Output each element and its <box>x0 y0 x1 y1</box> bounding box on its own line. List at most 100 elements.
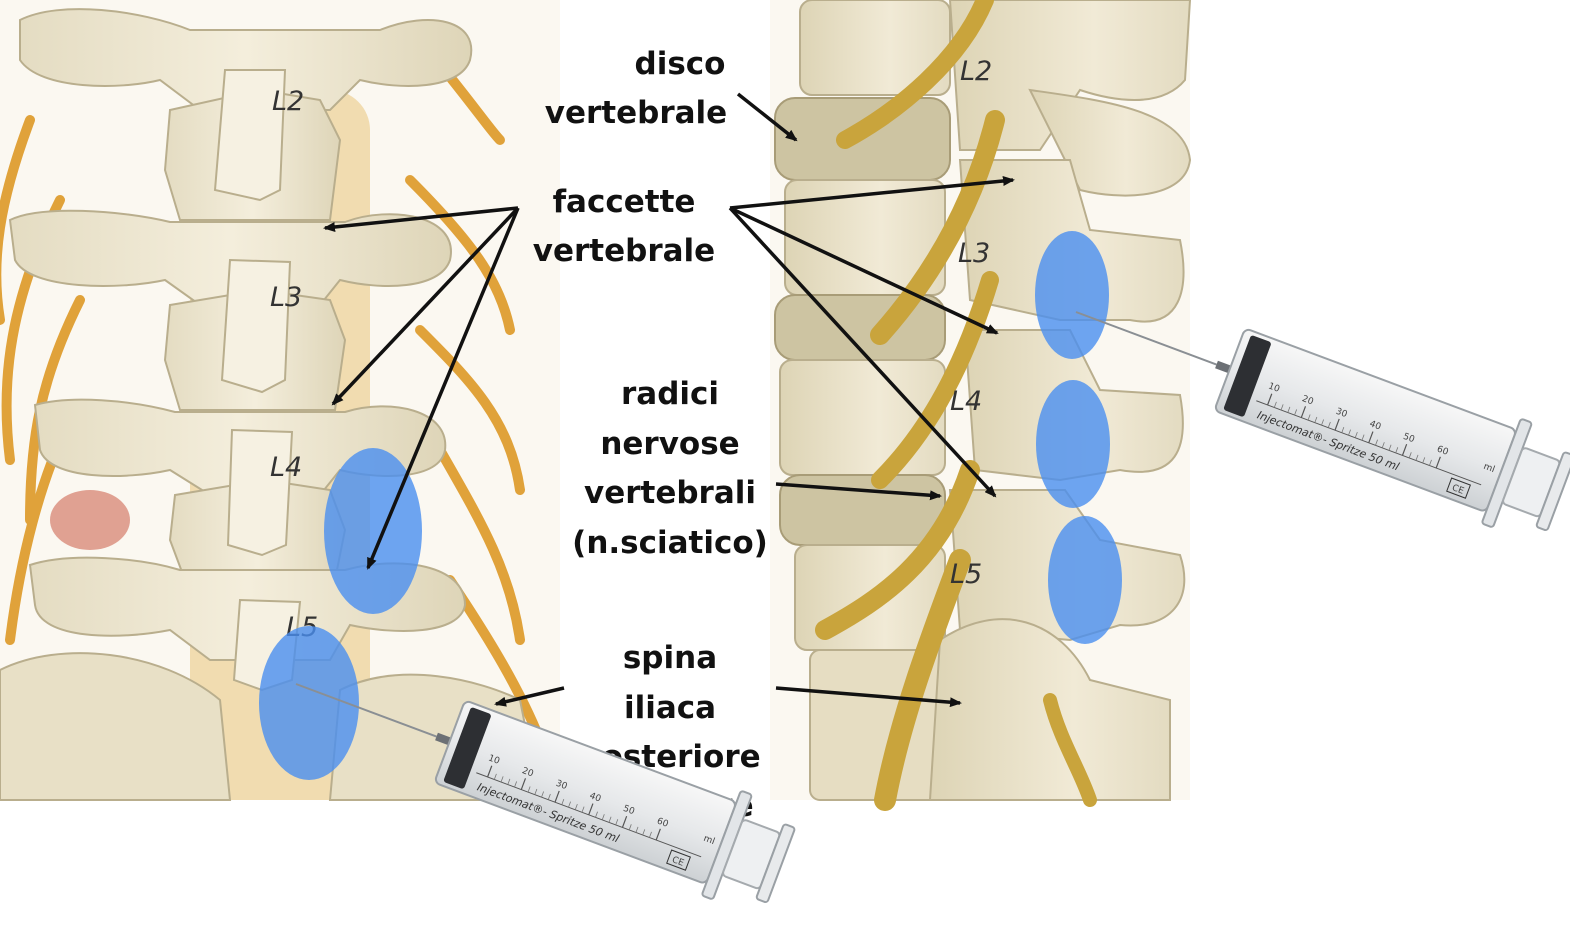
arrow-facet-right-l3l4 <box>729 206 999 335</box>
syringe-right-minor-tick <box>1429 459 1432 466</box>
syringe-left-minor-tick <box>507 778 511 785</box>
syringe-left-ce-box <box>666 849 692 871</box>
syringe-left-minor-tick <box>601 814 605 820</box>
syringe-right-minor-tick <box>1294 409 1298 416</box>
syringe-left-minor-tick <box>541 791 544 798</box>
syringe-left-minor-tick <box>568 801 571 808</box>
syringe-right-minor-tick <box>1307 414 1311 421</box>
syringe-left-minor-tick <box>581 806 585 813</box>
syringe-right-tick-60 <box>1435 456 1441 469</box>
syringe-left-minor-tick <box>615 819 619 826</box>
left-label-l2: L2 <box>272 86 304 117</box>
syringe-right-tick-40 <box>1368 431 1374 444</box>
arrow-iliac-right <box>775 686 962 708</box>
syringe-left-minor-tick <box>595 811 598 818</box>
syringe-left-minor-tick <box>608 816 612 823</box>
label-iliac-line1: spina <box>623 640 717 676</box>
syringe-left-minor-tick <box>514 781 518 788</box>
right-label-l5: L5 <box>950 559 982 590</box>
syringe-right-tick-label-40: 40 <box>1368 419 1382 432</box>
label-disc-line1: disco <box>635 46 726 82</box>
left-label-l3: L3 <box>270 282 302 313</box>
syringe-left-tick-30 <box>554 790 560 803</box>
syringe-left-needle <box>295 683 437 738</box>
label-disc: disco vertebrale <box>545 46 727 131</box>
syringe-left-minor-tick <box>493 773 497 780</box>
syringe-left-minor-tick <box>561 798 565 805</box>
label-facets-line2: vertebrale <box>533 233 715 269</box>
syringe-left-tick-label-10: 10 <box>487 753 501 766</box>
left-label-l4: L4 <box>270 452 302 483</box>
syringe-left-ce-mark: CE <box>670 855 685 869</box>
syringe-left-minor-tick <box>649 831 652 838</box>
left-injection-zone-l4 <box>324 448 422 614</box>
syringe-right-minor-tick <box>1321 419 1324 426</box>
label-iliac-line2: iliaca <box>624 690 716 726</box>
syringe-right-minor-tick <box>1381 442 1385 448</box>
syringe-right-minor-tick <box>1361 434 1365 441</box>
syringe-left-minor-tick <box>642 829 646 836</box>
syringe-right-tick-20 <box>1300 406 1307 418</box>
syringe-right-tick-label-50: 50 <box>1402 432 1416 445</box>
syringe-right-minor-tick <box>1280 404 1284 411</box>
syringe-right-tick-50 <box>1401 443 1408 456</box>
right-injection-zone-l3 <box>1035 231 1109 359</box>
syringe-right-ce-mark: CE <box>1450 483 1465 497</box>
label-nerves-line4: (n.sciatico) <box>572 525 768 561</box>
syringe-left-tick-40 <box>588 803 594 816</box>
syringe-right-minor-tick <box>1408 452 1412 459</box>
syringe-left-tick-label-20: 20 <box>520 766 534 779</box>
syringe-left-tick-60 <box>655 828 661 841</box>
right-injection-zone-l5 <box>1048 516 1122 644</box>
syringe-left-minor-tick <box>500 776 504 783</box>
label-nerves-line2: nervose <box>600 426 739 462</box>
syringe-right-minor-tick <box>1354 431 1358 438</box>
arrow-disc <box>736 92 798 142</box>
syringe-right-tick-30 <box>1334 418 1340 431</box>
syringe-left-minor-tick <box>574 803 578 810</box>
syringe-left-plunger-tip <box>443 707 491 789</box>
label-facets-line1: faccette <box>553 184 696 220</box>
syringe-right-ce-box <box>1446 477 1472 499</box>
syringe-left-minor-tick <box>635 826 639 833</box>
syringe-right-tick-label-20: 20 <box>1300 394 1314 407</box>
right-nerve-roots <box>815 0 1097 811</box>
arrow-iliac-left <box>494 686 565 707</box>
arrow-facet-left-l4l5 <box>366 207 520 570</box>
red-marker <box>50 490 130 550</box>
syringe-left-tick-10 <box>487 765 493 778</box>
syringe-left-needle-hub <box>435 732 452 746</box>
syringe-left-minor-tick <box>527 786 531 793</box>
posterior-spine-view: L2 L3 L4 L5 <box>0 0 560 801</box>
annotation-arrows <box>323 92 1015 708</box>
syringe-right-unit-label: ml <box>1482 462 1496 475</box>
syringe-right-needle-hub <box>1215 360 1232 374</box>
right-label-l4: L4 <box>950 386 982 417</box>
label-nerves-line1: radici <box>621 376 719 412</box>
syringe-right-tick-label-60: 60 <box>1435 444 1449 457</box>
right-injection-zone-l4 <box>1036 380 1110 508</box>
syringe-right-minor-tick <box>1348 429 1351 436</box>
syringe-right-minor-tick <box>1388 444 1392 451</box>
syringe-right-tick-label-10: 10 <box>1267 381 1281 394</box>
syringe-right-minor-tick <box>1422 457 1426 464</box>
syringe-right-minor-tick <box>1341 426 1345 433</box>
arrow-nerve-root <box>775 482 942 501</box>
left-injection-zone-l5 <box>259 626 359 780</box>
right-label-l2: L2 <box>960 56 992 87</box>
syringe-right-minor-tick <box>1395 447 1399 454</box>
syringe-left-tick-50 <box>621 815 628 828</box>
syringe-left-tick-label-30: 30 <box>554 779 568 792</box>
arrow-facet-left-l2l3 <box>323 206 519 232</box>
syringe-right-tick-10 <box>1267 393 1273 406</box>
syringe-right-minor-tick <box>1415 454 1419 461</box>
syringe-left-unit-label: ml <box>702 834 716 847</box>
label-nerves: radici nervose vertebrali (n.sciatico) <box>572 376 768 561</box>
arrow-facet-right-l4l5 <box>728 206 997 498</box>
label-facets: faccette vertebrale <box>533 184 715 269</box>
right-label-l3: L3 <box>958 238 990 269</box>
syringe-left-tick-label-50: 50 <box>622 804 636 817</box>
